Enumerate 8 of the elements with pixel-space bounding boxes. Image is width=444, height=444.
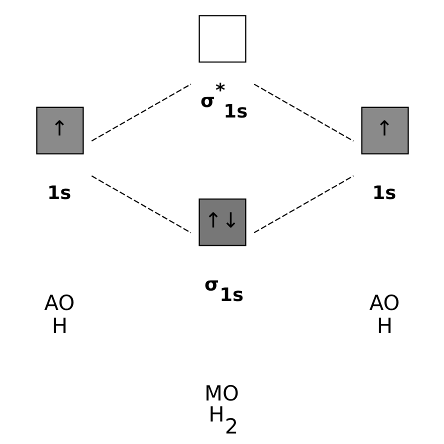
connector — [90, 84, 191, 142]
connector — [90, 175, 191, 234]
connector — [253, 175, 354, 234]
node-label: 1s — [372, 182, 396, 204]
connector — [253, 84, 354, 142]
label: AO H — [368, 290, 400, 338]
label: AO H — [44, 290, 74, 338]
node-label: 1s — [46, 182, 71, 204]
